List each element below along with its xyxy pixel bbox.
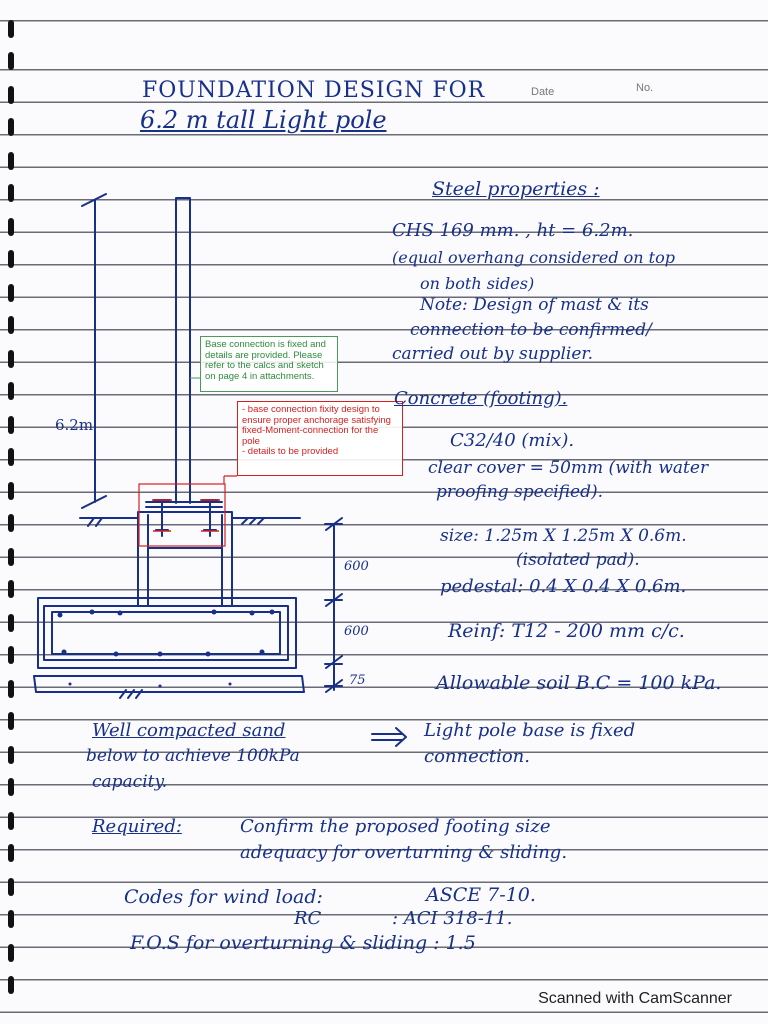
supplier-note-line: carried out by supplier. (392, 344, 594, 364)
required-text: Confirm the proposed footing size (240, 816, 551, 837)
supplier-note-line: connection to be confirmed/ (410, 320, 652, 340)
footing-size-text: size: 1.25m X 1.25m X 0.6m. (440, 526, 687, 546)
reinforcement-text: Reinf: T12 - 200 mm c/c. (448, 620, 685, 642)
fixed-connection-text: Light pole base is fixed (424, 720, 636, 741)
number-label: No. (636, 82, 654, 94)
sand-note-line: below to achieve 100kPa (86, 746, 300, 766)
blinding-depth-label: 75 (349, 673, 366, 688)
height-dimension-label: 6.2m (55, 416, 94, 434)
pedestal-depth-label: 600 (344, 559, 369, 574)
steel-properties-heading: Steel properties : (432, 178, 600, 200)
fixity-comment-line: - base connection fixity design to ensur… (242, 404, 391, 426)
required-text: adequacy for overturning & sliding. (240, 842, 568, 863)
wind-code-value: ASCE 7-10. (426, 884, 536, 906)
clear-cover-text: clear cover = 50mm (with water (428, 458, 709, 478)
concrete-mix-text: C32/40 (mix). (450, 430, 575, 451)
page-title: FOUNDATION DESIGN FOR (142, 78, 486, 103)
concrete-heading: Concrete (footing). (394, 388, 568, 409)
fixity-comment-line: fixed-Moment-connection for the pole (242, 425, 379, 447)
sand-note-line: capacity. (92, 772, 168, 792)
factor-of-safety-text: F.O.S for overturning & sliding : 1.5 (130, 932, 476, 954)
spiral-binding (8, 0, 18, 1000)
fixity-comment-note: - base connection fixity design to ensur… (237, 401, 403, 476)
supplier-note-line: Note: Design of mast & its (420, 295, 649, 315)
footing-depth-label: 600 (344, 624, 369, 639)
clear-cover-text: proofing specified). (436, 482, 603, 502)
wind-code-label: Codes for wind load: (124, 886, 323, 908)
steel-note-line: (equal overhang considered on top (392, 248, 675, 267)
rc-code-label: RC (294, 908, 322, 929)
pedestal-size-text: pedestal: 0.4 X 0.4 X 0.6m. (440, 576, 687, 597)
steel-note-line: on both sides) (420, 274, 535, 293)
rc-code-value: : ACI 318-11. (392, 908, 513, 929)
footing-type-text: (isolated pad). (516, 550, 640, 570)
required-label: Required: (92, 816, 182, 837)
soil-capacity-text: Allowable soil B.C = 100 kPa. (436, 672, 722, 694)
sand-note-line: Well compacted sand (92, 720, 286, 741)
page-subtitle: 6.2 m tall Light pole (140, 106, 387, 134)
fixed-connection-text: connection. (424, 746, 530, 767)
steel-section-text: CHS 169 mm. , ht = 6.2m. (392, 220, 634, 241)
fixed-base-note: Base connection is fixed and details are… (200, 336, 338, 392)
date-label: Date (531, 86, 555, 98)
scanner-watermark: Scanned with CamScanner (534, 990, 736, 1008)
fixity-comment-line: - details to be provided (242, 446, 339, 457)
